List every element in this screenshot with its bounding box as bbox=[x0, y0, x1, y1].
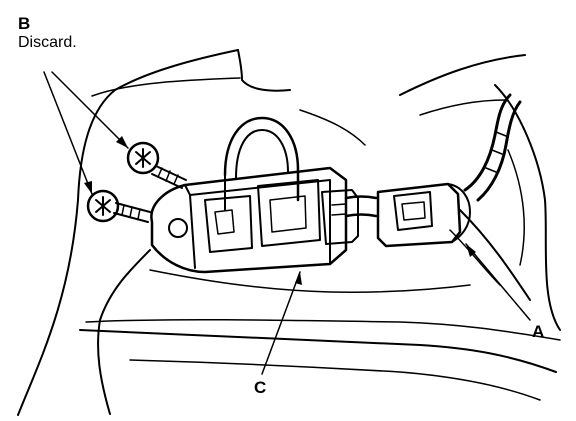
callout-b: B bbox=[18, 14, 31, 33]
sensor-body bbox=[150, 166, 348, 274]
bolt-lower bbox=[86, 189, 151, 223]
callout-a: A bbox=[532, 322, 545, 341]
leader-arrows bbox=[84, 136, 476, 285]
callout-c: C bbox=[254, 378, 267, 397]
sensor-lead bbox=[321, 189, 378, 245]
leader-lines bbox=[43, 71, 531, 375]
connector bbox=[376, 182, 471, 248]
oval-opening bbox=[223, 116, 300, 211]
bolt-upper bbox=[126, 141, 187, 189]
body-structure bbox=[17, 49, 561, 416]
wire-harness bbox=[463, 93, 522, 202]
callout-b-note: Discard. bbox=[18, 34, 77, 51]
